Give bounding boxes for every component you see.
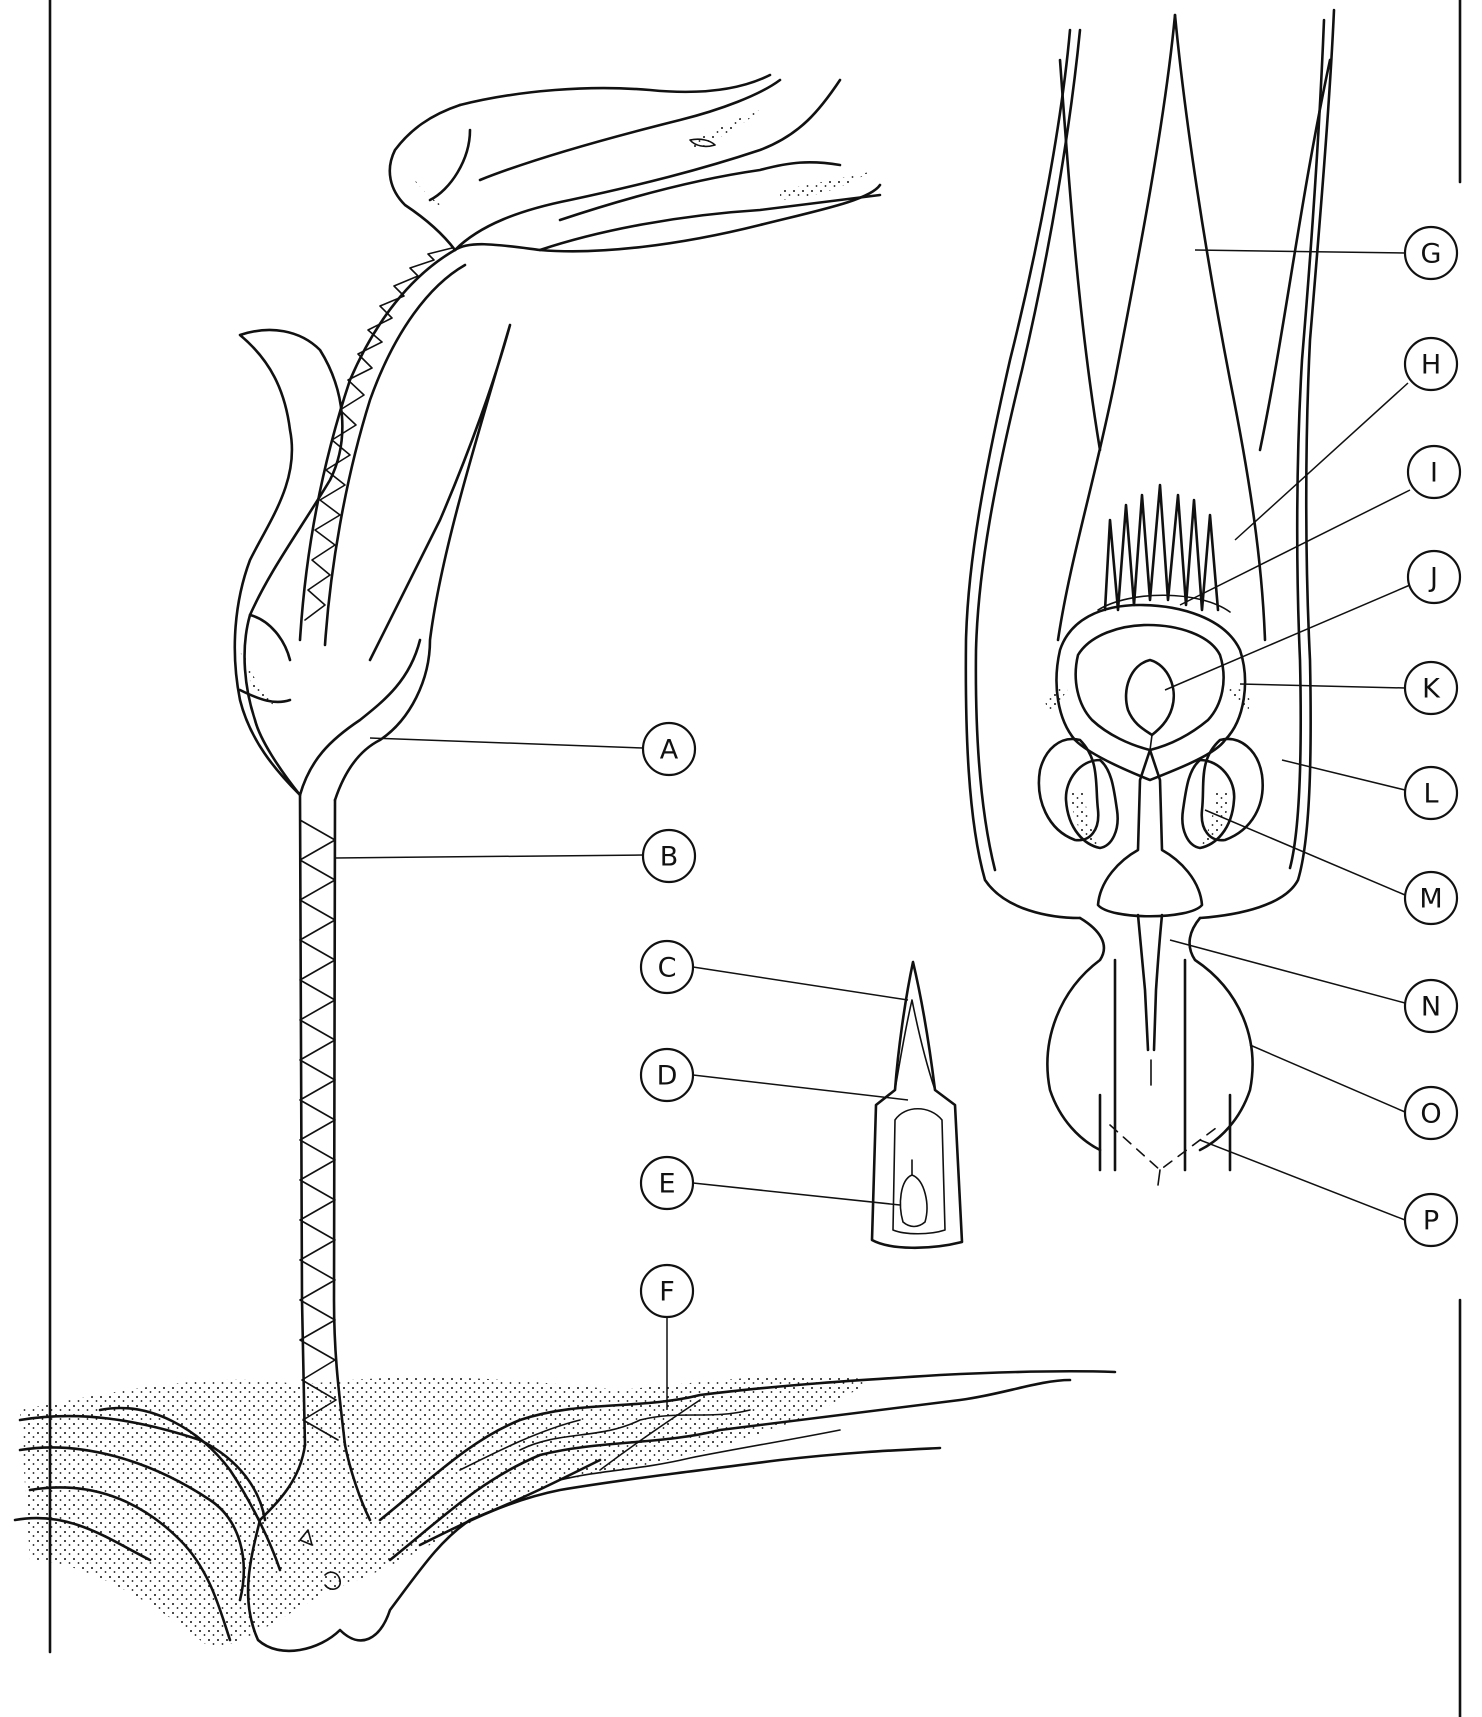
svg-text:A: A xyxy=(660,735,679,766)
label-H: H xyxy=(1405,338,1457,390)
leader-G xyxy=(1195,250,1405,253)
svg-text:I: I xyxy=(1430,458,1438,489)
label-F: F xyxy=(641,1265,693,1317)
svg-text:H: H xyxy=(1421,350,1441,381)
leader-I xyxy=(1180,490,1410,605)
leader-B xyxy=(335,855,643,858)
svg-text:G: G xyxy=(1421,239,1442,270)
label-L: L xyxy=(1405,767,1457,819)
svg-text:F: F xyxy=(659,1277,675,1308)
svg-text:O: O xyxy=(1420,1099,1441,1130)
svg-text:P: P xyxy=(1423,1206,1439,1237)
svg-text:K: K xyxy=(1422,674,1441,705)
labels: A B C D E F G H I J K L M N O P xyxy=(641,227,1460,1317)
label-O: O xyxy=(1405,1087,1457,1139)
leader-C xyxy=(693,967,908,1000)
label-G: G xyxy=(1405,227,1457,279)
svg-text:E: E xyxy=(658,1169,675,1200)
leader-E xyxy=(693,1183,900,1205)
svg-text:M: M xyxy=(1419,884,1442,915)
label-E: E xyxy=(641,1157,693,1209)
label-P: P xyxy=(1405,1194,1457,1246)
leader-K xyxy=(1240,684,1405,688)
label-K: K xyxy=(1405,662,1457,714)
label-B: B xyxy=(643,830,695,882)
svg-text:N: N xyxy=(1421,992,1441,1023)
label-D: D xyxy=(641,1049,693,1101)
leader-D xyxy=(693,1075,908,1100)
flower-head xyxy=(390,75,880,251)
stem xyxy=(300,795,345,1445)
svg-text:J: J xyxy=(1428,563,1438,594)
leader-O xyxy=(1250,1045,1405,1112)
svg-text:C: C xyxy=(658,953,677,984)
leader-H xyxy=(1235,383,1408,540)
leader-P xyxy=(1200,1140,1405,1220)
leader-M xyxy=(1205,810,1405,895)
leader-N xyxy=(1170,940,1405,1003)
svg-text:L: L xyxy=(1423,779,1438,810)
leader-A xyxy=(370,738,643,748)
flower-section-drawing xyxy=(966,10,1334,1185)
soil-stipple xyxy=(20,1376,870,1647)
svg-text:D: D xyxy=(657,1061,678,1092)
label-I: I xyxy=(1408,446,1460,498)
label-A: A xyxy=(643,723,695,775)
label-N: N xyxy=(1405,980,1457,1032)
label-M: M xyxy=(1405,872,1457,924)
ovule-section-drawing xyxy=(872,962,962,1248)
whole-plant-drawing xyxy=(15,75,1115,1651)
label-J: J xyxy=(1408,551,1460,603)
svg-text:B: B xyxy=(660,842,679,873)
label-C: C xyxy=(641,941,693,993)
